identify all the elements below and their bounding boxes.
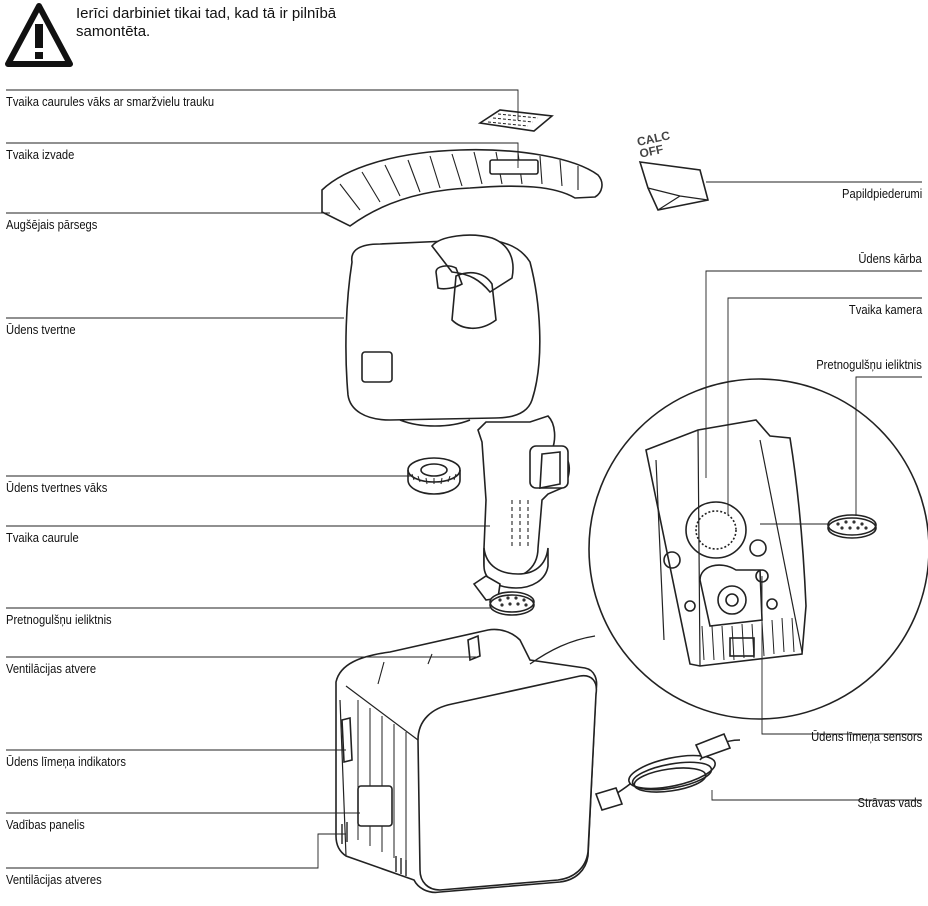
label-water-tank: Ūdens tvertne xyxy=(6,322,76,337)
label-accessories: Papildpiederumi xyxy=(841,186,922,201)
accessories-packet-drawing xyxy=(638,161,709,211)
label-power-cord: Strāvas vads xyxy=(857,795,922,810)
label-steam-chamber: Tvaika kamera xyxy=(848,302,922,317)
label-steam-outlet: Tvaika izvade xyxy=(6,147,75,162)
anti-scale-insert-drawing xyxy=(489,591,535,616)
label-water-level-indicator: Ūdens līmeņa indikators xyxy=(6,754,126,769)
label-vent-openings: Ventilācijas atveres xyxy=(6,872,102,887)
top-cover-drawing xyxy=(321,148,603,227)
label-anti-scale-insert: Pretnogulšņu ieliktnis xyxy=(6,612,112,627)
detail-magnifier-drawing xyxy=(529,378,928,720)
power-cord-drawing xyxy=(594,732,741,811)
leader-lines xyxy=(6,89,922,869)
label-steam-pipe: Tvaika caurule xyxy=(6,530,79,545)
label-steam-pipe-cover: Tvaika caurules vāks ar smaržvielu trauk… xyxy=(6,94,215,109)
warning-triangle-icon xyxy=(5,3,73,67)
steam-pipe-cover-drawing xyxy=(477,109,554,132)
label-vent-opening: Ventilācijas atvere xyxy=(6,661,97,676)
label-top-cover: Augšējais pārsegs xyxy=(6,217,98,232)
base-unit-drawing xyxy=(335,628,598,894)
label-water-tank-lid: Ūdens tvertnes vāks xyxy=(6,480,108,495)
anti-scale-insert-right-drawing xyxy=(827,514,877,539)
label-control-panel: Vadības panelis xyxy=(6,817,85,832)
label-water-box: Ūdens kārba xyxy=(858,251,922,266)
water-tank-drawing xyxy=(345,234,541,427)
label-water-level-sensor: Ūdens līmeņa sensors xyxy=(810,729,922,744)
steam-pipe-drawing xyxy=(472,415,571,601)
label-anti-scale-insert-right: Pretnogulšņu ieliktnis xyxy=(816,357,922,372)
water-tank-lid-drawing xyxy=(407,457,461,495)
warning-text: Ierīci darbiniet tikai tad, kad tā ir pi… xyxy=(76,5,337,40)
